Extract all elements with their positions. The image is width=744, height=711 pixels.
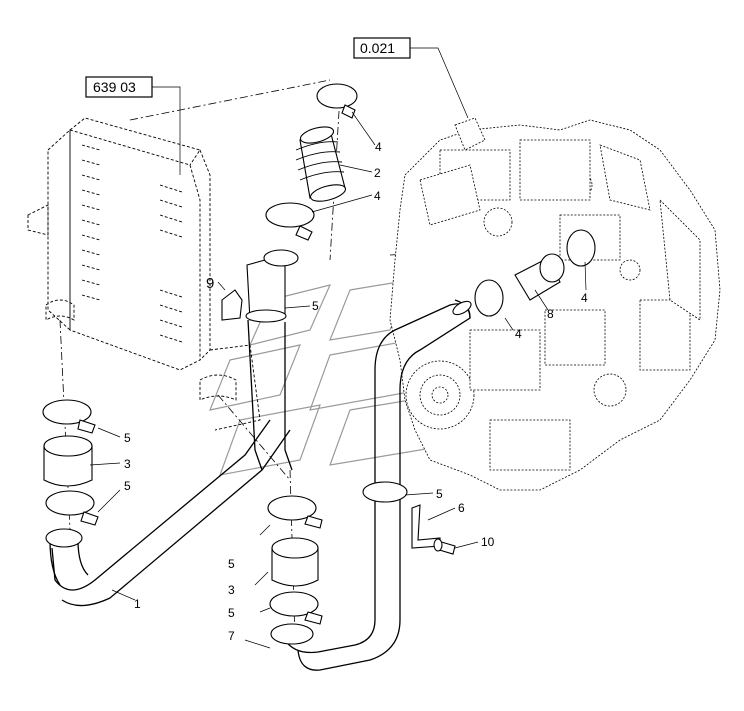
callout-5-engine-left: 4 xyxy=(515,327,522,341)
callout-4-left-upper: 5 xyxy=(124,431,131,445)
bolt-10 xyxy=(433,538,456,555)
hose-clamp-mid xyxy=(265,202,315,241)
callout-3-left: 3 xyxy=(124,457,131,471)
radiator-fins xyxy=(81,144,183,343)
hose-clamp-middle-lower xyxy=(269,591,323,625)
bracket-6 xyxy=(411,504,441,549)
hose-clamp-top xyxy=(316,83,358,119)
engine-reference-text: 0.021 xyxy=(360,40,395,56)
hose-clamp-left-upper xyxy=(42,399,96,434)
bellows-hose xyxy=(295,126,347,202)
charge-air-pipe xyxy=(247,319,293,471)
leader-lines xyxy=(89,111,587,649)
callout-4-left-lower: 5 xyxy=(124,479,131,493)
callout-1: 1 xyxy=(134,597,141,611)
hose-clamp-right xyxy=(362,481,408,503)
callout-5-right: 5 xyxy=(436,487,443,501)
hose-clamp-left-lower xyxy=(45,490,99,526)
callout-10: 10 xyxy=(481,535,495,549)
callout-5-middle-lower: 5 xyxy=(228,606,235,620)
callout-labels: 4 2 4 5 9 5 3 5 1 5 3 5 7 5 6 10 4 8 4 xyxy=(124,140,588,643)
callout-3-middle: 3 xyxy=(228,583,235,597)
bracket-9 xyxy=(221,289,243,321)
callout-6: 6 xyxy=(458,501,465,515)
callout-9: 9 xyxy=(206,275,214,292)
callout-4-top: 4 xyxy=(375,140,382,154)
radiator-reference-box: 639 03 xyxy=(85,76,181,175)
adapter-8 xyxy=(514,253,565,301)
pipe-end-7 xyxy=(270,623,314,645)
callout-5-engine-right: 4 xyxy=(581,291,588,305)
hose-clamp-middle-upper xyxy=(267,495,323,529)
callout-2: 2 xyxy=(374,166,381,180)
sleeve-middle xyxy=(271,537,319,587)
hose-clamp-engine-5a xyxy=(566,229,596,267)
engine xyxy=(389,117,721,491)
callout-5-middle-upper: 5 xyxy=(228,557,235,571)
hose-clamp-engine-5b xyxy=(474,279,504,317)
sleeve-left xyxy=(43,435,93,487)
callout-5-upper: 5 xyxy=(312,299,319,313)
radiator-reference-text: 639 03 xyxy=(93,79,136,95)
engine-reference-box: 0.021 xyxy=(353,37,469,119)
radiator xyxy=(27,117,261,431)
upper-pipe-section xyxy=(245,249,299,323)
callout-8: 8 xyxy=(547,307,554,321)
callout-7: 7 xyxy=(228,629,235,643)
pipe-end-1 xyxy=(45,528,83,548)
callout-4-mid: 4 xyxy=(374,189,381,203)
